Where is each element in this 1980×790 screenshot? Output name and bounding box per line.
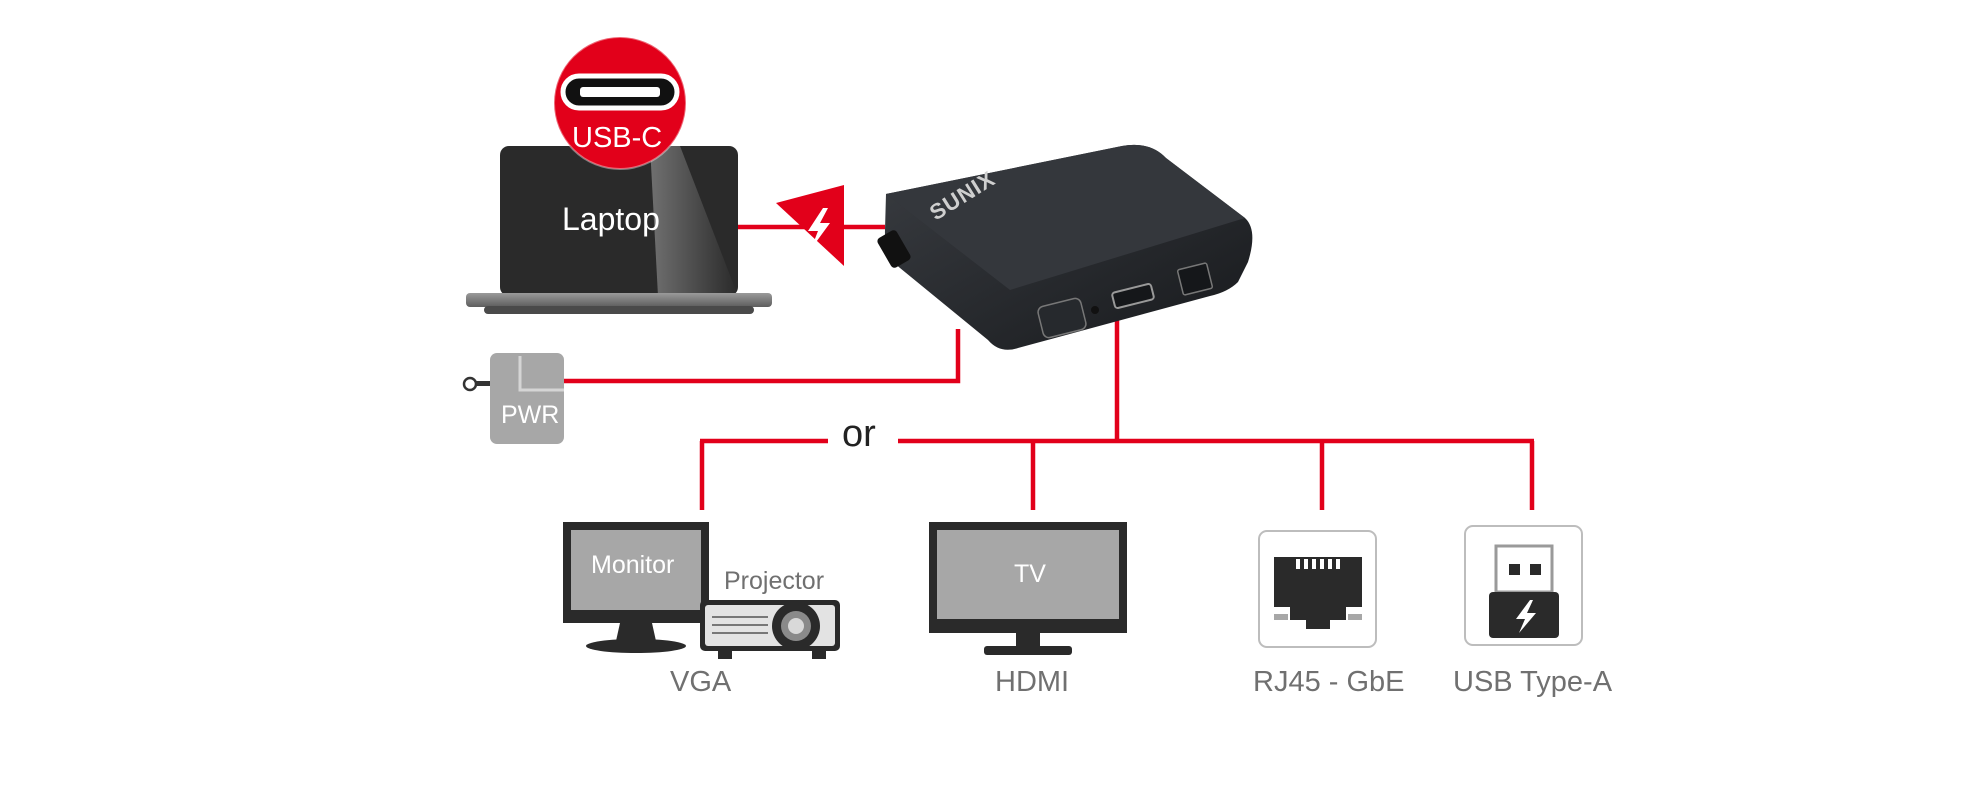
- rj45-port: [1176, 262, 1214, 296]
- laptop-icon: [466, 146, 772, 314]
- tv-label: TV: [1014, 560, 1046, 588]
- power-arrow-icon: [776, 185, 844, 266]
- power-adapter-icon: [462, 353, 564, 444]
- vga-port: [1037, 297, 1087, 339]
- hub-device: [877, 144, 1253, 350]
- laptop-label: Laptop: [562, 201, 660, 237]
- usb-c-port-icon: [560, 73, 680, 111]
- hdmi-caption: HDMI: [995, 666, 1070, 698]
- vga-caption: VGA: [670, 666, 732, 698]
- rj45-port-icon: [1258, 530, 1377, 648]
- tv-icon: [929, 522, 1127, 655]
- usb-a-port-icon: [1464, 525, 1583, 646]
- connection-lines: [563, 224, 1535, 510]
- usb-c-badge: [553, 36, 687, 170]
- hdmi-port: [1111, 283, 1155, 309]
- power-link-line: [563, 329, 961, 384]
- rj45-caption: RJ45 - GbE: [1253, 666, 1405, 698]
- monitor-icon: [563, 522, 709, 653]
- power-label: PWR: [501, 401, 560, 429]
- or-label: or: [842, 413, 876, 455]
- usba-caption: USB Type-A: [1453, 666, 1613, 698]
- projector-label: Projector: [724, 567, 825, 595]
- monitor-label: Monitor: [591, 551, 675, 579]
- usb-c-label: USB-C: [572, 122, 663, 154]
- projector-icon: [700, 600, 840, 659]
